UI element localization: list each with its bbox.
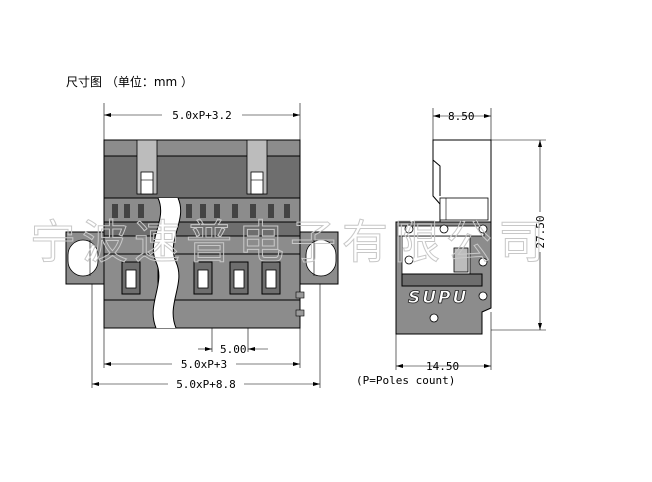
drawing-title: 尺寸图 （单位：mm ） xyxy=(66,74,193,89)
side-hole xyxy=(478,291,488,301)
side-hole xyxy=(478,257,488,267)
side-hole xyxy=(429,313,439,323)
break-line-right xyxy=(172,197,182,329)
side-hole xyxy=(439,224,449,234)
dim-side-height: 27.50 xyxy=(534,215,547,248)
company-watermark: 宁波速普电子有限公司 xyxy=(30,215,550,269)
front-view: 5.0xP+3.2 xyxy=(65,103,339,391)
screw-left xyxy=(136,139,158,195)
plug-housing-top xyxy=(103,139,301,157)
side-view: 8.50 SUPU 27.50 1 xyxy=(356,108,547,387)
dim-overall-width: 5.0xP+8.8 xyxy=(176,378,236,391)
side-hole xyxy=(404,255,414,265)
side-hole xyxy=(404,224,414,234)
side-plug-latch xyxy=(439,197,489,221)
dim-body-width: 5.0xP+3 xyxy=(181,358,227,371)
poles-note: (P=Poles count) xyxy=(356,374,455,387)
side-hole xyxy=(478,224,488,234)
dim-top-width: 5.0xP+3.2 xyxy=(172,109,232,122)
screw-right xyxy=(246,139,268,195)
supu-logo: SUPU xyxy=(408,288,468,308)
dim-pitch: 5.00 xyxy=(220,343,247,356)
break-line-left xyxy=(152,197,162,329)
dim-side-depth: 8.50 xyxy=(448,110,475,123)
flange-right xyxy=(299,231,339,285)
dim-side-base: 14.50 xyxy=(426,360,459,373)
